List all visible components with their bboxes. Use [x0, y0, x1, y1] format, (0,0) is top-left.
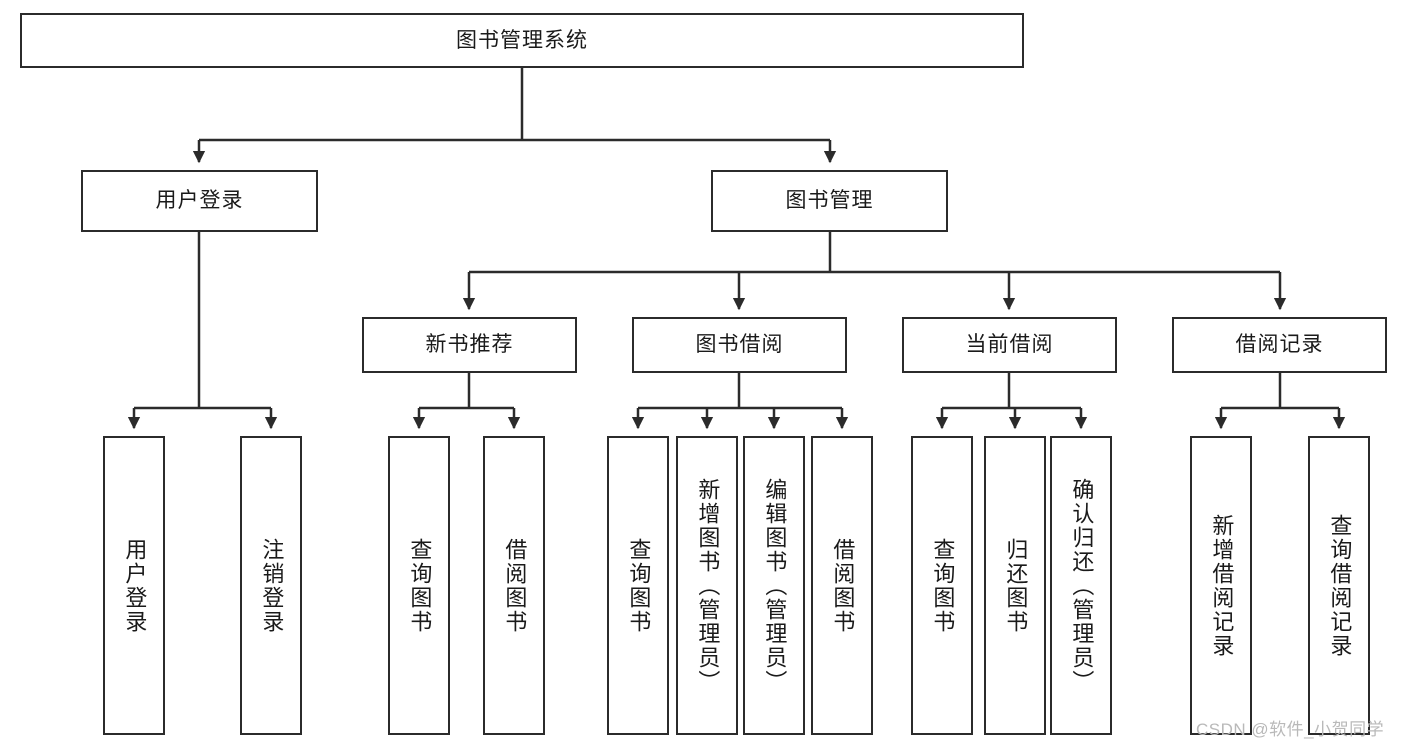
node-new-book-rec[interactable]: 新书推荐: [362, 317, 577, 373]
node-leaf-borrow-book-rec-label: 借阅图书: [502, 537, 528, 634]
node-leaf-return-book[interactable]: 归还图书: [984, 436, 1046, 735]
csdn-watermark: CSDN @软件_小贺同学: [1196, 720, 1385, 739]
node-leaf-add-book-admin-label: 新增图书（管理员）: [695, 477, 721, 694]
node-current-borrow-label: 当前借阅: [965, 333, 1054, 357]
node-leaf-query-borrow-record-label: 查询借阅记录: [1327, 513, 1353, 658]
node-leaf-add-book-admin[interactable]: 新增图书（管理员）: [676, 436, 738, 735]
node-leaf-confirm-return-admin-label: 确认归还（管理员）: [1069, 477, 1095, 694]
node-leaf-query-book-rec-label: 查询图书: [407, 537, 433, 634]
node-borrow-record[interactable]: 借阅记录: [1172, 317, 1387, 373]
node-leaf-add-borrow-record-label: 新增借阅记录: [1209, 513, 1235, 658]
node-leaf-logout-login[interactable]: 注销登录: [240, 436, 302, 735]
node-leaf-return-book-label: 归还图书: [1003, 537, 1029, 634]
node-leaf-user-login[interactable]: 用户登录: [103, 436, 165, 735]
node-book-borrow[interactable]: 图书借阅: [632, 317, 847, 373]
node-book-manage-label: 图书管理: [785, 189, 874, 213]
node-root-label: 图书管理系统: [456, 28, 588, 52]
node-user-login[interactable]: 用户登录: [81, 170, 318, 232]
node-leaf-borrow-book-label: 借阅图书: [830, 537, 856, 634]
node-current-borrow[interactable]: 当前借阅: [902, 317, 1117, 373]
node-leaf-borrow-book-rec[interactable]: 借阅图书: [483, 436, 545, 735]
node-user-login-label: 用户登录: [155, 189, 244, 213]
node-book-manage[interactable]: 图书管理: [711, 170, 948, 232]
node-leaf-edit-book-admin[interactable]: 编辑图书（管理员）: [743, 436, 805, 735]
node-book-borrow-label: 图书借阅: [695, 333, 784, 357]
node-leaf-confirm-return-admin[interactable]: 确认归还（管理员）: [1050, 436, 1112, 735]
node-leaf-query-book-borrow-label: 查询图书: [626, 537, 652, 634]
node-leaf-edit-book-admin-label: 编辑图书（管理员）: [762, 477, 788, 694]
node-leaf-borrow-book[interactable]: 借阅图书: [811, 436, 873, 735]
node-leaf-query-book-current-label: 查询图书: [930, 537, 956, 634]
node-leaf-logout-login-label: 注销登录: [259, 537, 285, 634]
node-leaf-add-borrow-record[interactable]: 新增借阅记录: [1190, 436, 1252, 735]
node-root[interactable]: 图书管理系统: [20, 13, 1024, 68]
node-borrow-record-label: 借阅记录: [1235, 333, 1324, 357]
node-leaf-query-borrow-record[interactable]: 查询借阅记录: [1308, 436, 1370, 735]
node-leaf-user-login-label: 用户登录: [122, 537, 148, 634]
node-leaf-query-book-current[interactable]: 查询图书: [911, 436, 973, 735]
node-leaf-query-book-borrow[interactable]: 查询图书: [607, 436, 669, 735]
node-leaf-query-book-rec[interactable]: 查询图书: [388, 436, 450, 735]
node-new-book-rec-label: 新书推荐: [425, 333, 514, 357]
